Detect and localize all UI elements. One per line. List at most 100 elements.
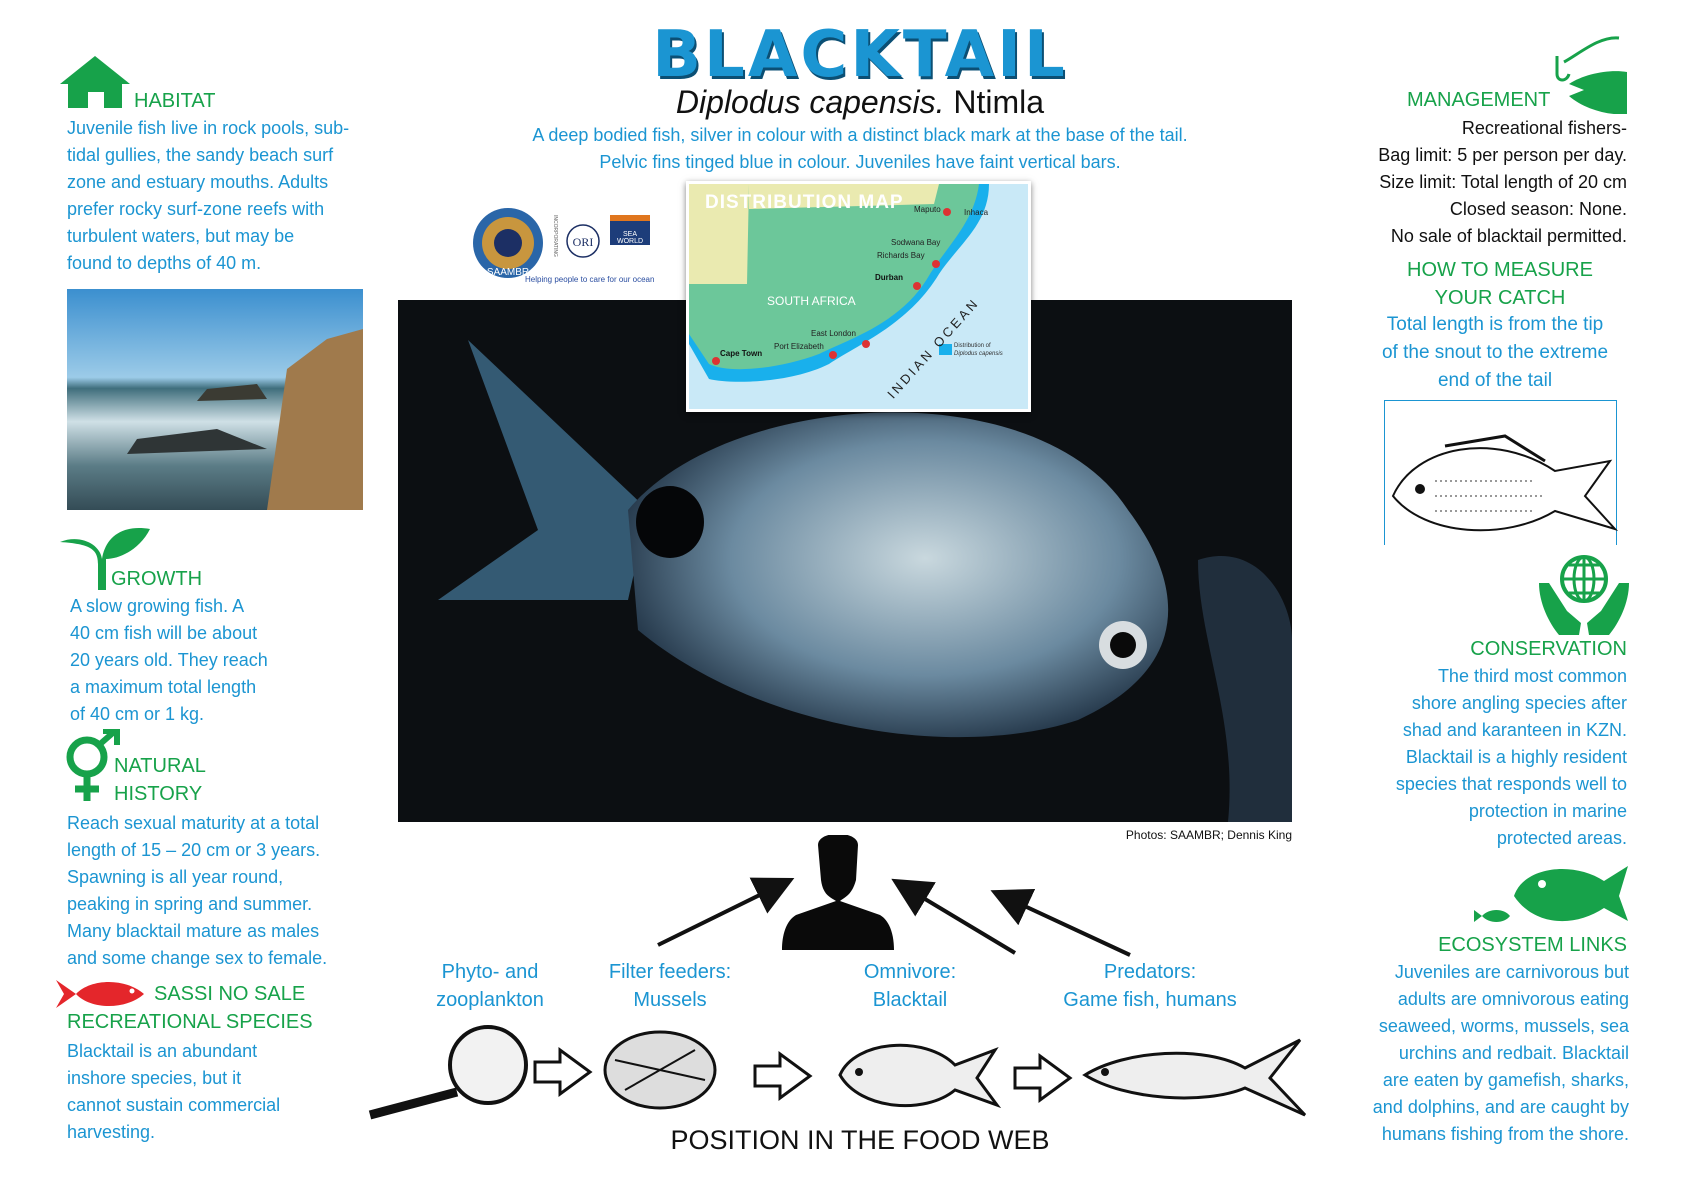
gamefish-drawing-icon <box>1082 1038 1307 1117</box>
text-line: 40 cm fish will be about <box>70 623 258 643</box>
legend-line: Diplodus capensis <box>954 351 1003 357</box>
heading-line: HISTORY <box>114 783 203 805</box>
growth-heading: GROWTH <box>111 568 203 590</box>
text-line: shad and karanteen in KZN. <box>1402 720 1627 740</box>
text-line: of 40 cm or 1 kg. <box>70 704 205 724</box>
text-line: The third most common <box>1437 666 1627 686</box>
sassi-subheading: RECREATIONAL SPECIES <box>67 1011 313 1033</box>
text-line: harvesting. <box>67 1122 156 1142</box>
text-line: turbulent waters, but may be <box>67 226 295 246</box>
text-line: cannot sustain commercial <box>67 1095 281 1115</box>
ecosystem-heading: ECOSYSTEM LINKS <box>1438 934 1627 956</box>
text-line: urchins and redbait. Blacktail <box>1398 1043 1629 1063</box>
fish-photo <box>398 300 1292 822</box>
text-line: and dolphins, and are caught by <box>1372 1097 1629 1117</box>
map-title: DISTRIBUTION MAP <box>705 192 904 213</box>
text-line: prefer rocky surf-zone reefs with <box>67 199 325 219</box>
human-silhouette-icon <box>782 835 894 950</box>
arrow-icon <box>891 878 1017 955</box>
sassi-heading: SASSI NO SALE <box>154 983 306 1005</box>
map-place: Maputo <box>914 205 941 214</box>
fish-drawing <box>1391 434 1619 532</box>
sprout-icon <box>60 528 150 590</box>
text-line: inshore species, but it <box>67 1068 242 1088</box>
description: A deep bodied fish, silver in colour wit… <box>0 122 1684 176</box>
text-line: protected areas. <box>1496 828 1627 848</box>
food-web-title: POSITION IN THE FOOD WEB <box>670 1125 1050 1155</box>
text-line: zone and estuary mouths. Adults <box>67 172 329 192</box>
text-line: Spawning is all year round, <box>67 867 284 887</box>
mussels-icon <box>603 1030 717 1110</box>
outline-arrow-icon <box>1013 1053 1073 1103</box>
management-text: Recreational fishers-Bag limit: 5 per pe… <box>1378 115 1627 250</box>
text-line: shore angling species after <box>1411 693 1627 713</box>
text-line: Blacktail is a highly resident <box>1405 747 1627 767</box>
text-line: 20 years old. They reach <box>70 650 268 670</box>
arrow-icon <box>990 888 1131 957</box>
globe-in-hands-icon <box>1539 555 1629 635</box>
measure-diagram <box>1384 400 1619 545</box>
management-heading: MANAGEMENT <box>1407 89 1551 111</box>
map-place: Inhaca <box>964 208 989 217</box>
house-icon <box>60 56 130 108</box>
outline-arrow-icon <box>753 1051 813 1101</box>
text-line: Total length is from the tip <box>1386 314 1604 335</box>
seaworld-logo: SEA WORLD <box>610 215 650 245</box>
page-title: BLACKTAIL <box>652 18 1068 92</box>
text-line: Juvenile fish live in rock pools, sub- <box>67 118 350 138</box>
text-line: peaking in spring and summer. <box>67 894 313 914</box>
text-line: Many blacktail mature as males <box>67 921 320 941</box>
text-line: found to depths of 40 m. <box>67 253 262 273</box>
heading-line: HOW TO MEASURE <box>1407 259 1593 281</box>
food-web-level: Filter feeders:Mussels <box>585 958 755 1014</box>
text-line: length of 15 – 20 cm or 3 years. <box>67 840 321 860</box>
saambr-logo: SAAMBR <box>473 208 543 278</box>
text-line: seaweed, worms, mussels, sea <box>1378 1016 1629 1036</box>
level-label: zooplankton <box>436 989 544 1011</box>
map-place: East London <box>811 329 856 338</box>
common-name: Ntimla <box>953 84 1045 120</box>
map-place: Richards Bay <box>877 251 925 260</box>
text-line: Size limit: Total length of 20 cm <box>1379 172 1627 192</box>
text-line: tidal gullies, the sandy beach surf <box>67 145 334 165</box>
map-graphic <box>689 184 989 382</box>
description-line: Pelvic fins tinged blue in colour. Juven… <box>599 152 1121 172</box>
heading-line: NATURAL <box>114 755 206 777</box>
photo-credit: Photos: SAAMBR; Dennis King <box>1125 828 1292 842</box>
ori-text: ORI <box>573 235 594 249</box>
text-line: a maximum total length <box>70 677 257 697</box>
habitat-text: Juvenile fish live in rock pools, sub-ti… <box>67 115 349 277</box>
level-label: Mussels <box>633 989 707 1011</box>
scientific-name: Diplodus capensis. <box>675 84 945 120</box>
text-line: Reach sexual maturity at a total <box>67 813 320 833</box>
level-label: Blacktail <box>872 989 948 1011</box>
outline-arrow-icon <box>533 1047 593 1097</box>
blacktail-drawing-icon <box>838 1043 1002 1109</box>
map-place: Cape Town <box>720 349 763 358</box>
food-web-arrows <box>657 835 1131 957</box>
text-line: Blacktail is an abundant <box>67 1041 258 1061</box>
conservation-text: The third most common shore angling speci… <box>1396 663 1627 852</box>
rocky-shore-image <box>127 329 363 510</box>
text-line: species that responds well to <box>1395 774 1627 794</box>
natural-history-heading: NATURAL HISTORY <box>114 752 206 808</box>
distribution-map: DISTRIBUTION MAP SOUTH AFRICA INDIAN OCE… <box>686 181 1031 412</box>
species-name: Diplodus capensis. Ntimla <box>0 84 1684 121</box>
natural-history-text: Reach sexual maturity at a total length o… <box>67 810 327 972</box>
ori-logo: ORI <box>566 224 600 258</box>
text-line: No sale of blacktail permitted. <box>1390 226 1627 246</box>
beach-photo <box>67 289 363 510</box>
red-fish-icon <box>56 980 144 1008</box>
food-web-level: Omnivore:Blacktail <box>830 958 990 1014</box>
blacktail-fish-image <box>438 340 1292 822</box>
arrow-icon <box>657 877 795 947</box>
logos: SAAMBR INCORPORATING ORI SEA WORLD Helpi… <box>470 205 655 287</box>
text-line: are eaten by gamefish, sharks, <box>1382 1070 1629 1090</box>
logo-tagline: Helping people to care for our ocean <box>525 275 655 284</box>
hook-and-fish-icon <box>1555 36 1627 114</box>
saambr-text: SAAMBR <box>487 267 529 278</box>
